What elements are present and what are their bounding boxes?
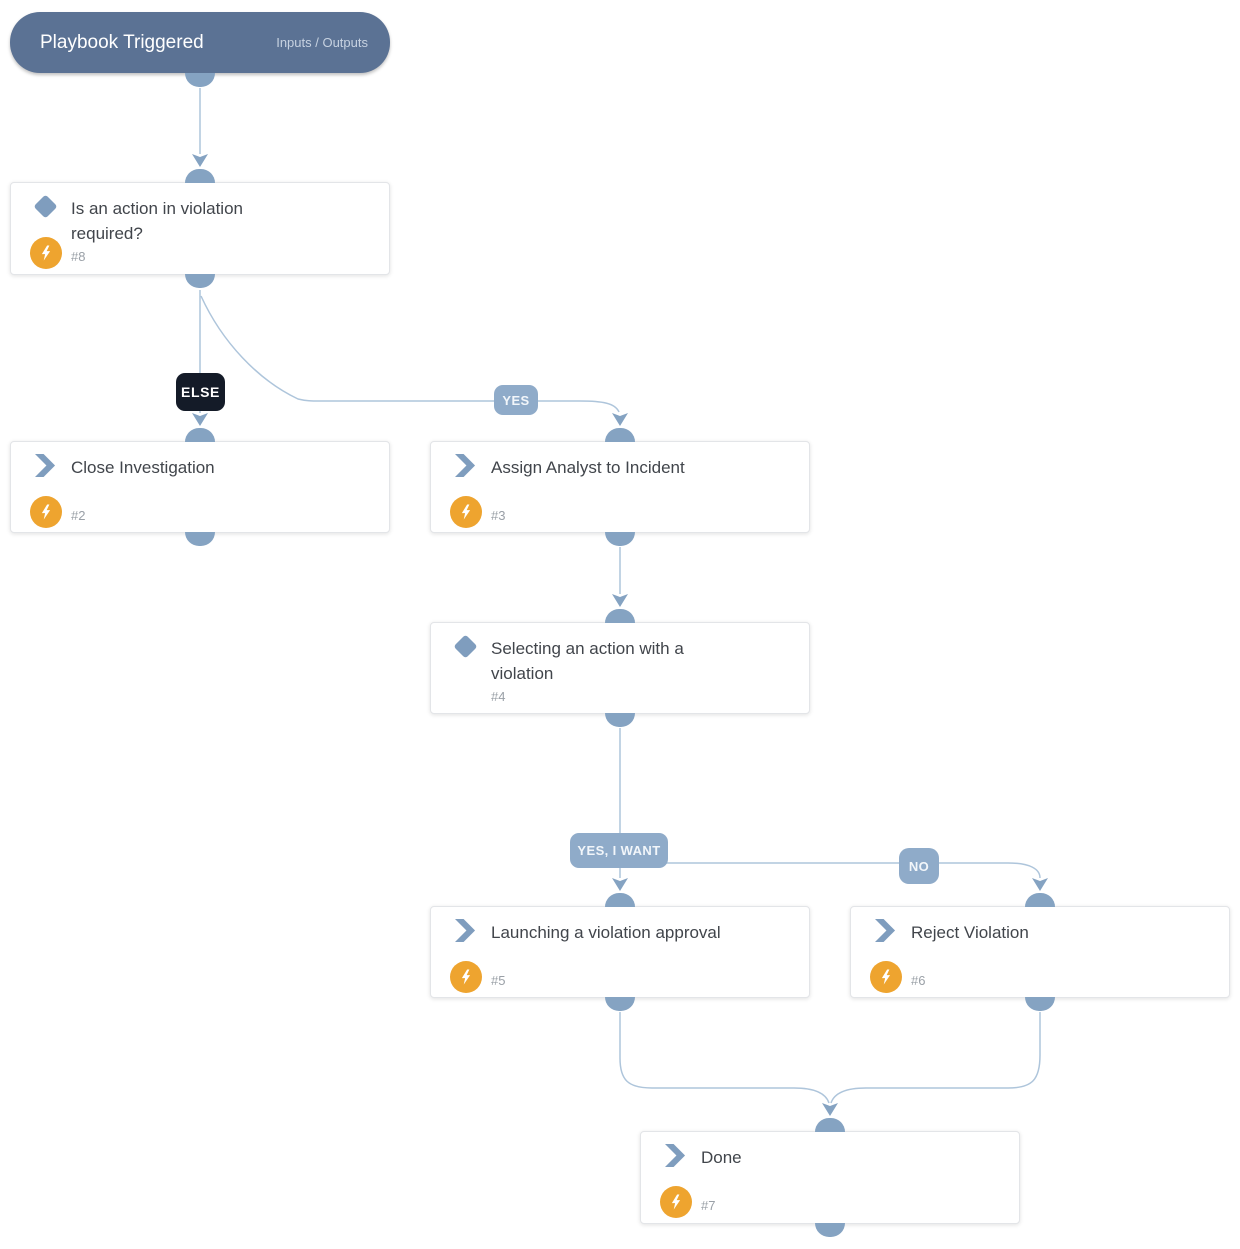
condition-icon: [452, 633, 478, 659]
edge-label-no: NO: [899, 848, 939, 884]
task-icon: [453, 918, 477, 942]
arrowhead: [1032, 878, 1048, 891]
node-title: Close Investigation: [71, 458, 215, 477]
node-number: #3: [491, 508, 506, 523]
edge-5-to-7[interactable]: [619, 1012, 830, 1104]
output-port[interactable]: [1025, 997, 1055, 1011]
output-port[interactable]: [605, 997, 635, 1011]
arrowhead: [612, 878, 628, 891]
output-port[interactable]: [605, 713, 635, 727]
automation-icon: [660, 1186, 692, 1218]
automation-icon: [30, 496, 62, 528]
node-condition-4[interactable]: Selecting an action with a violation #4: [430, 609, 810, 727]
task-icon: [453, 453, 477, 477]
input-port[interactable]: [605, 609, 635, 623]
node-title: Launching a violation approval: [491, 923, 721, 942]
edge-8-yes-to-3[interactable]: [200, 295, 620, 413]
node-title: Done: [701, 1148, 742, 1167]
input-port[interactable]: [605, 428, 635, 442]
node-condition-8[interactable]: Is an action in violation required? #8: [10, 169, 390, 288]
input-port[interactable]: [185, 428, 215, 442]
edge-label-yes: YES: [494, 385, 538, 415]
automation-icon: [450, 961, 482, 993]
arrowhead: [192, 413, 208, 426]
arrowhead: [192, 154, 208, 167]
automation-icon: [30, 237, 62, 269]
arrowhead: [612, 594, 628, 607]
output-port[interactable]: [815, 1223, 845, 1237]
playbook-trigger-node[interactable]: Playbook Triggered Inputs / Outputs: [10, 12, 390, 87]
task-icon: [33, 453, 57, 477]
inputs-outputs-link[interactable]: Inputs / Outputs: [276, 35, 368, 50]
node-task-7[interactable]: Done #7: [640, 1118, 1020, 1237]
edge-label-yes-i-want: YES, I WANT: [570, 833, 668, 868]
edge-label-else: ELSE: [176, 373, 225, 411]
task-icon: [663, 1143, 687, 1167]
automation-icon: [870, 961, 902, 993]
node-number: #2: [71, 508, 86, 523]
condition-icon: [32, 193, 58, 219]
edge-4-no-to-6[interactable]: [620, 862, 1041, 879]
automation-icon: [450, 496, 482, 528]
node-task-6[interactable]: Reject Violation #6: [850, 893, 1230, 1011]
node-title: Reject Violation: [911, 923, 1029, 942]
node-title: Selecting an action with a violation: [491, 639, 684, 683]
task-icon: [873, 918, 897, 942]
arrowhead: [612, 413, 628, 426]
node-number: #5: [491, 973, 506, 988]
arrowhead: [822, 1103, 838, 1116]
input-port[interactable]: [1025, 893, 1055, 907]
input-port[interactable]: [815, 1118, 845, 1132]
node-title: Assign Analyst to Incident: [491, 458, 685, 477]
node-number: #4: [491, 689, 506, 704]
output-port[interactable]: [185, 73, 215, 87]
trigger-title: Playbook Triggered: [40, 31, 204, 53]
node-title: Is an action in violation required?: [71, 199, 243, 243]
output-port[interactable]: [185, 532, 215, 546]
output-port[interactable]: [185, 274, 215, 288]
node-task-5[interactable]: Launching a violation approval #5: [430, 893, 810, 1011]
input-port[interactable]: [185, 169, 215, 183]
node-number: #8: [71, 249, 86, 264]
input-port[interactable]: [605, 893, 635, 907]
node-number: #7: [701, 1198, 716, 1213]
node-task-2[interactable]: Close Investigation #2: [10, 428, 390, 546]
node-number: #6: [911, 973, 926, 988]
node-task-3[interactable]: Assign Analyst to Incident #3: [430, 428, 810, 546]
edge-6-to-7[interactable]: [830, 1012, 1041, 1104]
output-port[interactable]: [605, 532, 635, 546]
